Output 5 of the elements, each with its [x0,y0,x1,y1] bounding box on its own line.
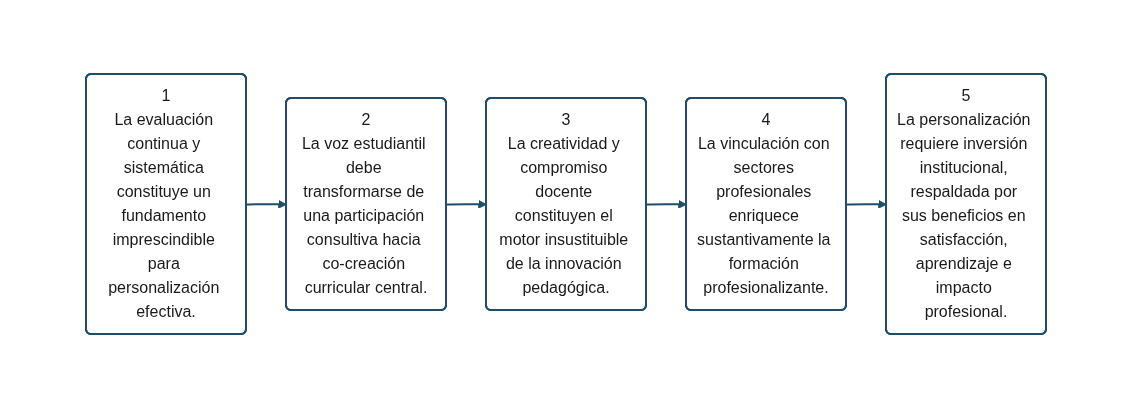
node-text: 2 La voz estudiantil debe transformarse de una participación consultiva hacia co-creación curricular central. [301,111,427,296]
node-text: 4 La vinculación con sectores profesionales enriquece sustantivamente la formación profesionalizante. [696,111,830,296]
node-text: 1 La evaluación continua y sistemática constituye un fundamento imprescindible para personalización efectiva. [107,87,219,320]
node-text: 5 La personalización requiere inversión institucional, respaldada por sus beneficios en satisfacción, aprendizaje e impacto profesional. [896,87,1030,320]
node-text: 3 La creatividad y compromiso docente constituyen el motor insustituible de la innovación pedagógica. [498,111,628,296]
